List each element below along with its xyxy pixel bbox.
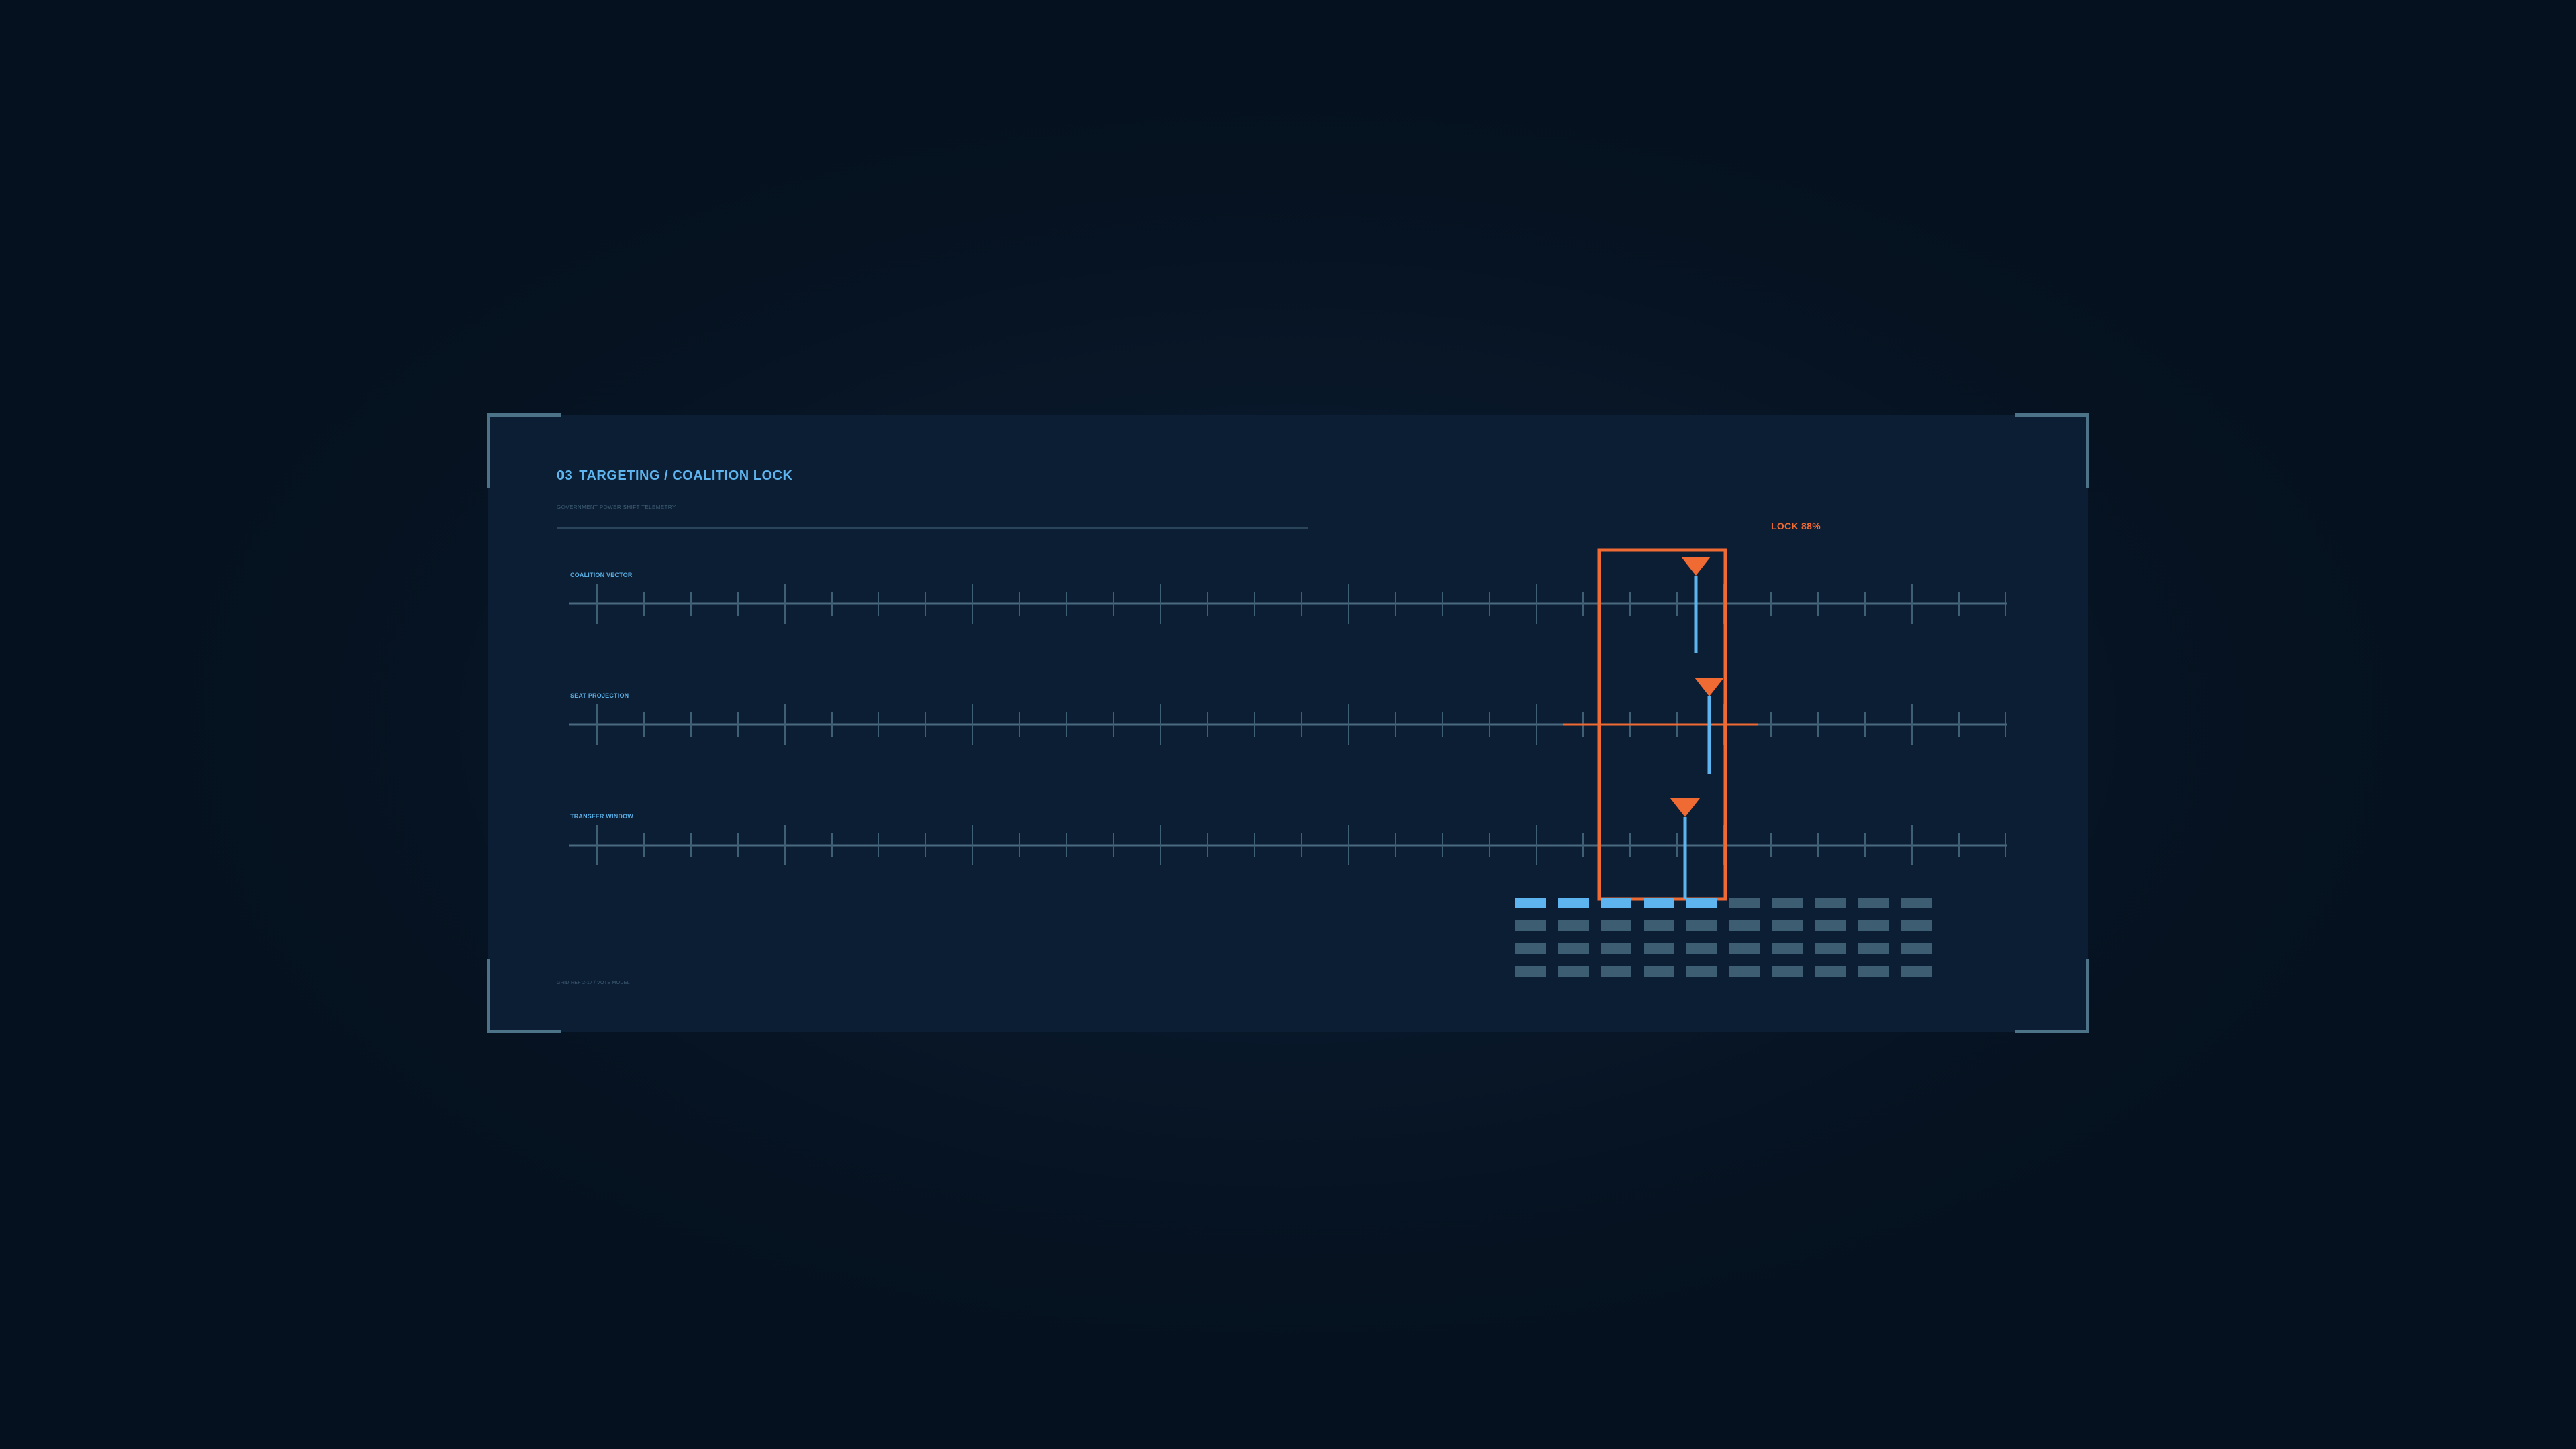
footer-text: GRID REF 2-17 / VOTE MODEL: [557, 981, 630, 985]
lock-grid-cell: [1558, 966, 1589, 977]
lock-grid-cell: [1644, 920, 1674, 931]
lock-grid-cell: [1815, 966, 1846, 977]
section-number: 03: [557, 468, 573, 483]
lock-grid-cell: [1815, 943, 1846, 954]
lock-grid-cell: [1772, 943, 1803, 954]
lock-grid-cell: [1772, 898, 1803, 908]
lock-grid-cell: [1901, 920, 1932, 931]
frame-corner-top-right: [2015, 413, 2089, 488]
lock-grid-cell: [1515, 943, 1546, 954]
marker-triangle: [1695, 678, 1724, 696]
lock-grid-cell: [1729, 898, 1760, 908]
lock-grid-cell: [1644, 966, 1674, 977]
lock-grid-cell: [1601, 920, 1631, 931]
frame-corner-bottom-left: [487, 959, 561, 1033]
targeting-graphic: [569, 548, 2007, 977]
lock-grid-cell: [1858, 898, 1889, 908]
lock-grid-cell: [1858, 966, 1889, 977]
frame-corner-top-left: [487, 413, 561, 488]
lock-grid-cell: [1686, 966, 1717, 977]
lock-grid-cell-active: [1686, 898, 1717, 908]
panel-subtitle: GOVERNMENT POWER SHIFT TELEMETRY: [557, 504, 676, 511]
lock-grid-cell: [1901, 966, 1932, 977]
marker-triangle: [1681, 557, 1711, 576]
lock-grid-cell: [1729, 943, 1760, 954]
lock-grid-cell: [1686, 920, 1717, 931]
lock-grid-cell: [1729, 966, 1760, 977]
marker-triangle: [1670, 798, 1700, 817]
lock-grid-cell: [1601, 966, 1631, 977]
track-label-coalition-vector: COALITION VECTOR: [570, 572, 633, 578]
lock-grid-cell-active: [1601, 898, 1631, 908]
lock-grid-cell: [1858, 943, 1889, 954]
lock-grid-cell: [1515, 966, 1546, 977]
lock-grid-cell: [1601, 943, 1631, 954]
track-label-seat-projection: SEAT PROJECTION: [570, 692, 629, 699]
lock-grid-cell: [1729, 920, 1760, 931]
lock-grid-cell-active: [1644, 898, 1674, 908]
lock-readout: LOCK 88%: [1771, 521, 1821, 531]
title-text: TARGETING / COALITION LOCK: [579, 468, 793, 483]
header-divider: [557, 527, 1308, 529]
lock-grid-cell: [1772, 966, 1803, 977]
lock-grid-cell: [1901, 898, 1932, 908]
lock-grid-cell: [1772, 920, 1803, 931]
lock-grid-cell: [1686, 943, 1717, 954]
lock-grid-cell: [1901, 943, 1932, 954]
lock-grid-cell: [1815, 920, 1846, 931]
targeting-panel: 03 TARGETING / COALITION LOCK GOVERNMENT …: [487, 413, 2089, 1033]
frame-corner-bottom-right: [2015, 959, 2089, 1033]
lock-grid-cell: [1558, 943, 1589, 954]
panel-title: 03 TARGETING / COALITION LOCK: [557, 468, 792, 484]
lock-grid-cell: [1858, 920, 1889, 931]
track-label-transfer-window: TRANSFER WINDOW: [570, 813, 633, 820]
lock-grid-cell: [1558, 920, 1589, 931]
lock-grid-cell: [1644, 943, 1674, 954]
lock-grid-cell-active: [1558, 898, 1589, 908]
lock-grid-cell: [1815, 898, 1846, 908]
lock-grid-cell: [1515, 920, 1546, 931]
lock-grid-cell-active: [1515, 898, 1546, 908]
